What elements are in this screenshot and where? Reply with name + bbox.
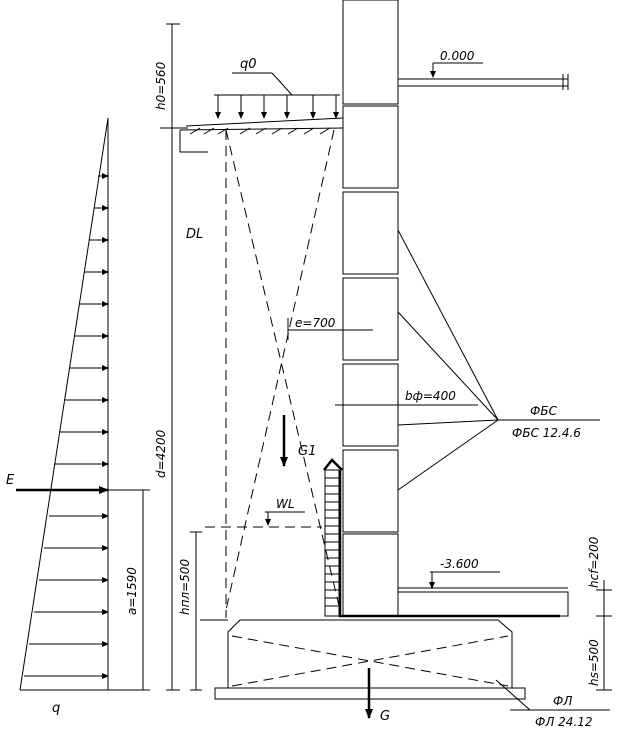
h0-dimension: h0=560 — [154, 23, 188, 130]
right-dimensions: hcf=200 hs=500 — [587, 536, 612, 691]
g1-label: G1 — [298, 444, 316, 459]
fl-spec-label: ФЛ 24.12 — [535, 715, 593, 729]
level-top-marker: 0.000 — [430, 49, 483, 78]
bf-dimension: bф=400 — [335, 389, 478, 406]
foundation-slab — [200, 619, 526, 700]
fbs-label: ФБС — [530, 404, 558, 418]
ground-surface — [179, 117, 344, 153]
waterproofing-layer — [323, 458, 560, 618]
g1-force: G1 — [280, 415, 316, 467]
g-force: G — [365, 668, 390, 724]
fbs-blocks — [342, 105, 399, 617]
e-label: e=700 — [295, 316, 336, 330]
fbs-spec-label: ФБС 12.4.6 — [512, 426, 581, 440]
floor-slab-top — [398, 74, 569, 90]
q0-label: q0 — [240, 57, 257, 72]
hcf-label: hcf=200 — [587, 536, 601, 588]
level-bottom-label: -3.600 — [440, 557, 479, 571]
hs-label: hs=500 — [587, 639, 601, 686]
dl-label: DL — [186, 227, 203, 242]
d-label: d=4200 — [154, 429, 168, 478]
bf-label: bф=400 — [405, 389, 456, 403]
q-label: q — [52, 701, 60, 716]
floor-slab-bottom: -3.600 — [397, 557, 569, 617]
a-label: a=1590 — [125, 567, 139, 615]
earth-pressure-diagram: q — [19, 117, 150, 716]
hpl-label: hпл=500 — [178, 559, 192, 615]
sliding-prism — [225, 129, 341, 618]
level-top-label: 0.000 — [440, 49, 475, 63]
fl-leader: ФЛ ФЛ 24.12 — [495, 679, 610, 729]
water-level: WL — [205, 497, 322, 528]
surcharge-load: q0 — [214, 57, 340, 119]
fbs-leaders: ФБС ФБС 12.4.6 — [397, 229, 600, 491]
fl-label: ФЛ — [553, 694, 572, 708]
h0-label: h0=560 — [154, 61, 168, 110]
wl-label: WL — [276, 497, 295, 511]
brick-wall — [342, 0, 399, 105]
e-force-label: E — [6, 473, 15, 488]
e-resultant-force: E — [6, 473, 150, 494]
g-label: G — [380, 709, 390, 724]
e-dimension: e=700 — [287, 316, 373, 340]
left-dimensions: d=4200 a=1590 hпл=500 — [125, 130, 202, 691]
